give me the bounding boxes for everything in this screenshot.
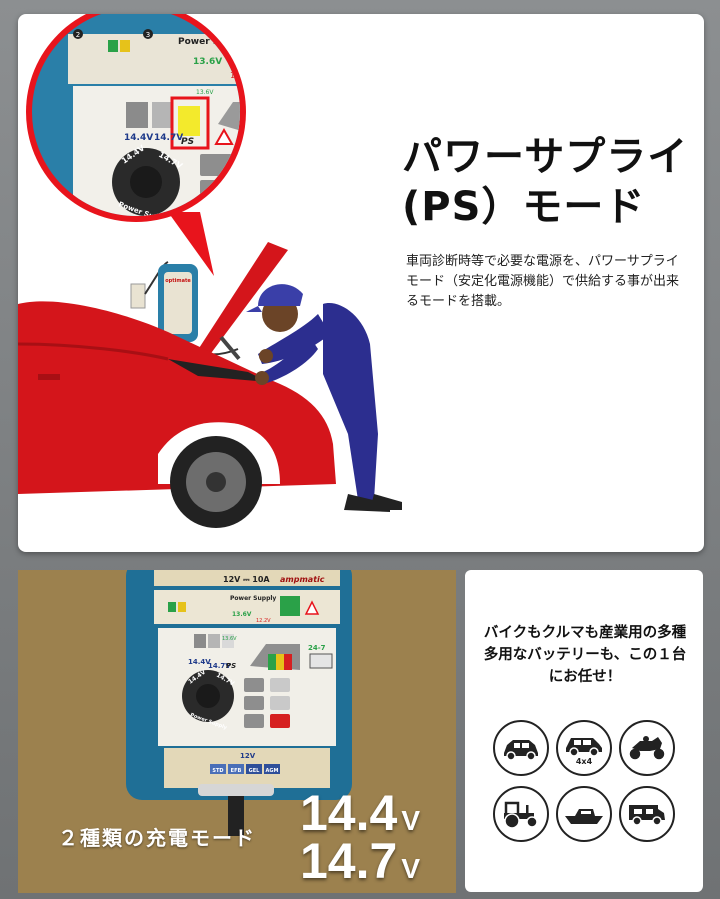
charger-brand: optimate	[165, 278, 191, 284]
battery-type-label: GEL	[249, 768, 261, 774]
vehicle-compatibility-panel: バイクもクルマも産業用の多種多用なバッテリーも、この１台にお任せ！ 4x4	[465, 570, 703, 892]
charging-mode-label: ２種類の充電モード	[58, 826, 256, 850]
ps-header-label: Power Supply	[178, 37, 248, 47]
led-voltage-right: 14.7V	[154, 133, 183, 143]
mechanic	[219, 284, 402, 512]
ps-header: Power Supply	[230, 595, 276, 602]
led-voltage-left: 14.4V	[124, 133, 153, 143]
step-2-number: 2	[76, 31, 80, 39]
battery-type-badge	[210, 764, 226, 774]
camper-van-icon	[619, 786, 675, 842]
voltage-1-number: 14.4	[300, 785, 398, 841]
battery-type-label: STD	[212, 768, 223, 774]
headline: パワーサプライ (PS）モード	[402, 132, 692, 232]
voltage-2-number: 14.7	[300, 833, 398, 889]
battery-type-label: EFB	[231, 768, 242, 774]
led-right: 14.7V	[208, 662, 231, 670]
step-3-number: 3	[146, 31, 150, 39]
ps-voltage-low: 12.2V	[256, 618, 271, 624]
battery-voltage: 12V	[240, 752, 256, 760]
red-car	[18, 242, 336, 528]
voltage-2-unit: V	[401, 853, 421, 884]
description-text: 車両診断時等で必要な電源を、パワーサプライモード（安定化電源機能）で供給する事が…	[406, 254, 680, 309]
ps-mode-label: PS	[181, 137, 194, 147]
zoom-bubble: 2 3 Power Supply 13.6V 12.2V 13.6V PS 14…	[26, 14, 248, 276]
mechanic-illustration: 2 3 Power Supply 13.6V 12.2V 13.6V PS 14…	[18, 14, 402, 528]
vehicle-icon-grid: 4x4	[493, 720, 677, 842]
headline-line-2: (PS）モード	[402, 184, 646, 230]
device-rating: 12V ⎓ 10A	[223, 575, 270, 584]
battery-type-badge	[264, 764, 280, 774]
voltage-1-unit: V	[401, 805, 421, 836]
headline-line-1: パワーサプライ	[402, 134, 689, 180]
touring-motorcycle-icon	[619, 720, 675, 776]
charging-modes-panel: 12V ⎓ 10A ampmatic Power Supply 13.6V 12…	[18, 570, 456, 893]
led-ps-voltage: 13.6V	[196, 89, 214, 96]
ps-label: PS	[226, 662, 236, 670]
car-icon	[493, 720, 549, 776]
charger-device-illustration: 12V ⎓ 10A ampmatic Power Supply 13.6V 12…	[126, 570, 352, 836]
boat-icon	[556, 786, 612, 842]
battery-type-label: AGM	[266, 768, 279, 774]
suv-4x4-icon: 4x4	[556, 720, 612, 776]
wall-charger: optimate	[130, 261, 239, 356]
ps-voltage: 13.6V	[232, 611, 252, 618]
device-brand: ampmatic	[280, 575, 325, 584]
status-24-7: 24-7	[308, 644, 326, 652]
power-supply-mode-panel: 2 3 Power Supply 13.6V 12.2V 13.6V PS 14…	[18, 14, 704, 552]
suv-4x4-label: 4x4	[576, 757, 593, 765]
tagline: バイクもクルマも産業用の多種多用なバッテリーも、この１台にお任せ！	[483, 625, 687, 685]
led-ps-voltage-top: 13.6V	[222, 636, 237, 642]
battery-type-badge	[228, 764, 244, 774]
led-left: 14.4V	[188, 658, 211, 666]
ps-voltage-label: 13.6V	[193, 57, 222, 67]
battery-type-badge	[246, 764, 262, 774]
tractor-icon	[493, 786, 549, 842]
